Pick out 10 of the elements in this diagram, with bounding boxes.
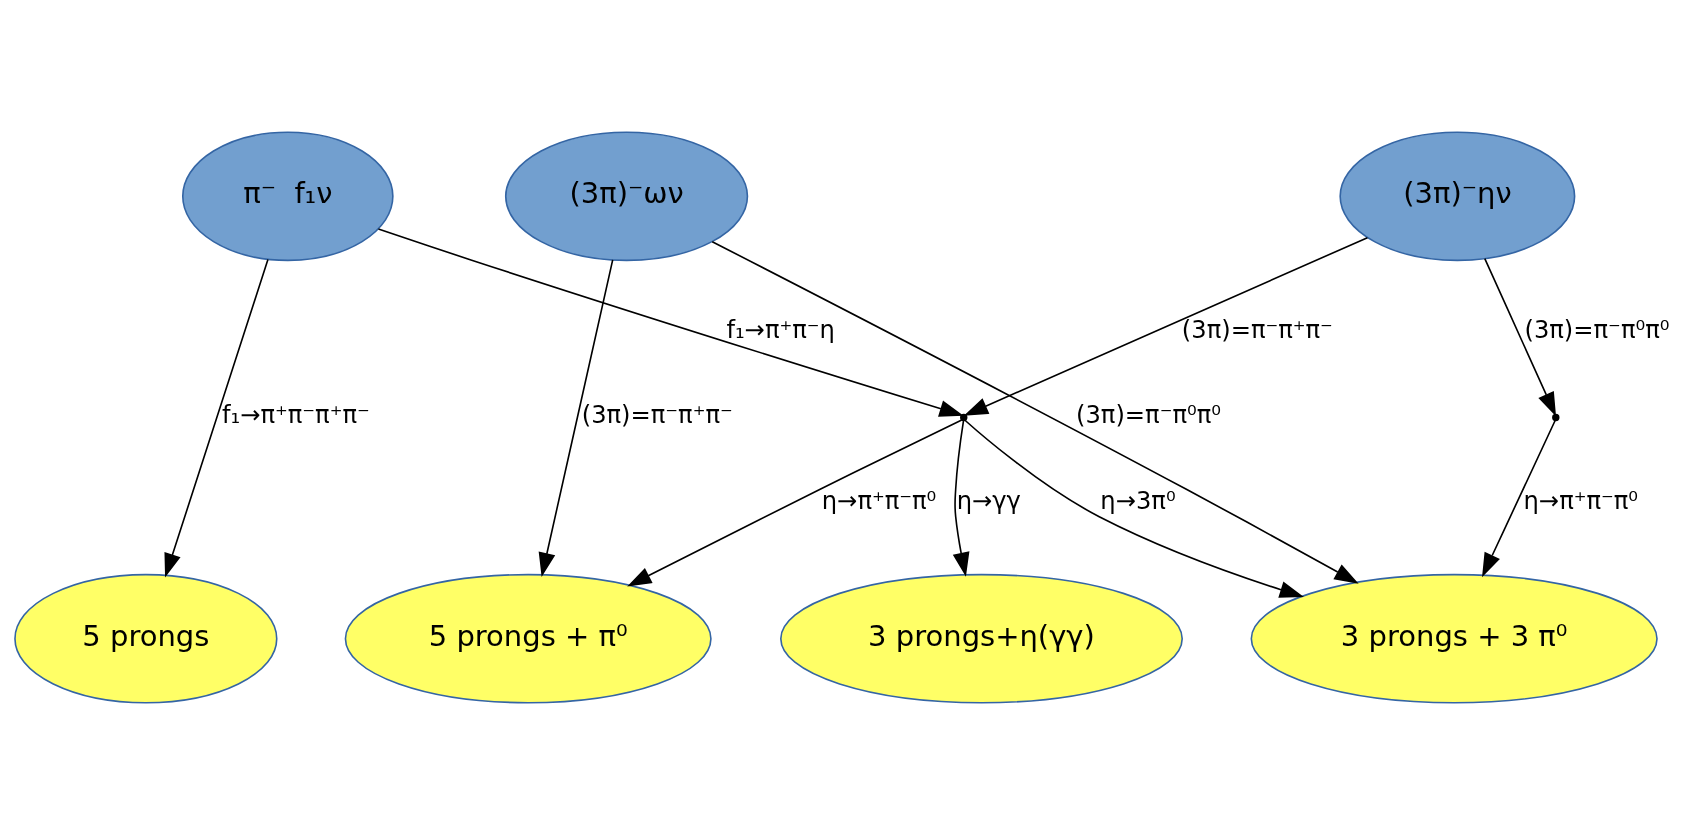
edge-label: η→γγ xyxy=(956,486,1021,515)
edge-label: f₁→π⁺π⁻π⁺π⁻ xyxy=(221,400,370,429)
edge-label: (3π)=π⁻π⁺π⁻ xyxy=(581,400,733,429)
edge-label: (3π)=π⁻π⁺π⁻ xyxy=(1181,315,1333,344)
edge-label: f₁→π⁺π⁻η xyxy=(726,315,835,344)
edge-label: η→3π⁰ xyxy=(1100,486,1176,515)
edge-label: (3π)=π⁻π⁰π⁰ xyxy=(1524,315,1670,344)
edge-label: (3π)=π⁻π⁰π⁰ xyxy=(1075,400,1221,429)
edge-label: η→π⁺π⁻π⁰ xyxy=(821,486,937,515)
edge-label: η→π⁺π⁻π⁰ xyxy=(1523,486,1639,515)
